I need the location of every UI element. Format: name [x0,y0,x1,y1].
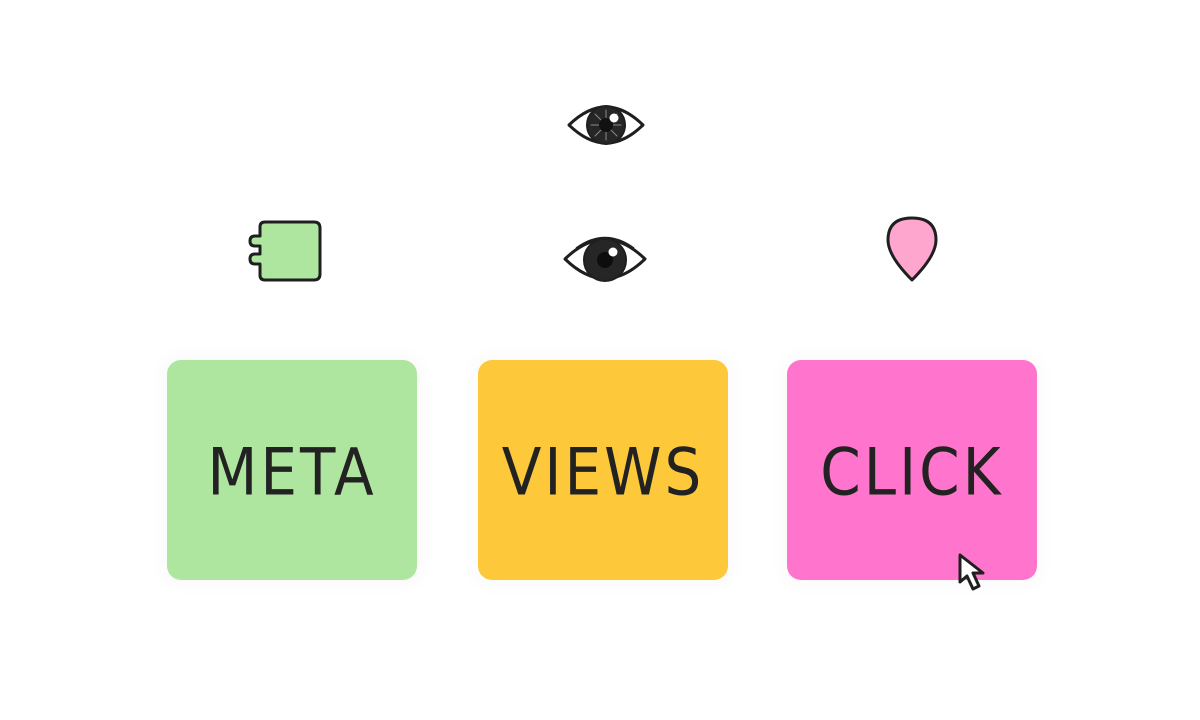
meta-label: META [207,433,377,511]
views-card: VIEWS [478,360,728,580]
click-label: CLICK [820,433,1004,511]
eye-icon [563,236,647,282]
puzzle-piece-icon [248,220,322,282]
eye-icon [567,105,645,145]
map-pin-icon [886,216,938,282]
click-card[interactable]: CLICK [787,360,1037,580]
views-label: VIEWS [501,433,705,511]
mouse-cursor-icon [958,553,985,591]
meta-card: META [167,360,417,580]
